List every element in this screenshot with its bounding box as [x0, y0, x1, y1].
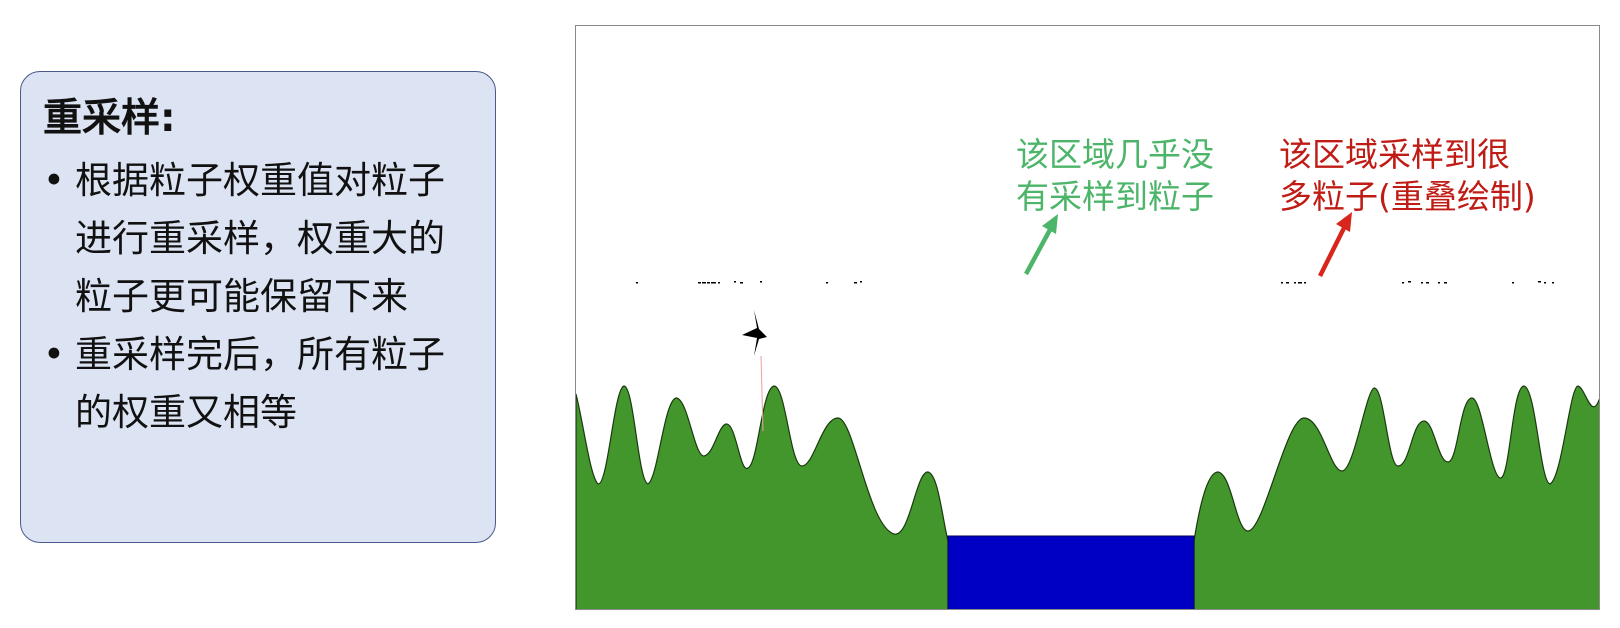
terrain-right [1193, 385, 1599, 609]
info-box-title: 重采样: [43, 96, 176, 141]
bullet-list: • 根据粒子权重值对粒子进行重采样，权重大的粒子更可能保留下来 • 重采样完后，… [43, 152, 473, 442]
arrow-sparse-region [1024, 214, 1058, 276]
arrow-dense-region [1317, 212, 1352, 278]
bullet-dot: • [43, 333, 65, 376]
robot-marker [742, 310, 767, 432]
water-pool [947, 535, 1195, 609]
resampling-info-box: 重采样: • 根据粒子权重值对粒子进行重采样，权重大的粒子更可能保留下来 • 重… [20, 71, 496, 543]
particle-cluster-right [1281, 281, 1554, 284]
annotation-dense-region: 该区域采样到很 多粒子(重叠绘制) [1279, 135, 1536, 216]
bullet-text-equal-weights: 重采样完后，所有粒子的权重又相等 [75, 333, 445, 434]
bullet-text-weights: 根据粒子权重值对粒子进行重采样，权重大的粒子更可能保留下来 [75, 159, 445, 318]
bullet-dot: • [43, 159, 65, 202]
bullet-item-equal-weights: • 重采样完后，所有粒子的权重又相等 [43, 326, 473, 442]
scene-canvas [576, 212, 1599, 609]
particle-cluster-left [636, 281, 862, 284]
localization-scene: 该区域几乎没 有采样到粒子 该区域采样到很 多粒子(重叠绘制) [575, 25, 1600, 610]
annotation-sparse-region: 该区域几乎没 有采样到粒子 [1016, 135, 1214, 216]
terrain-left [576, 385, 949, 609]
bullet-item-weights: • 根据粒子权重值对粒子进行重采样，权重大的粒子更可能保留下来 [43, 152, 473, 326]
